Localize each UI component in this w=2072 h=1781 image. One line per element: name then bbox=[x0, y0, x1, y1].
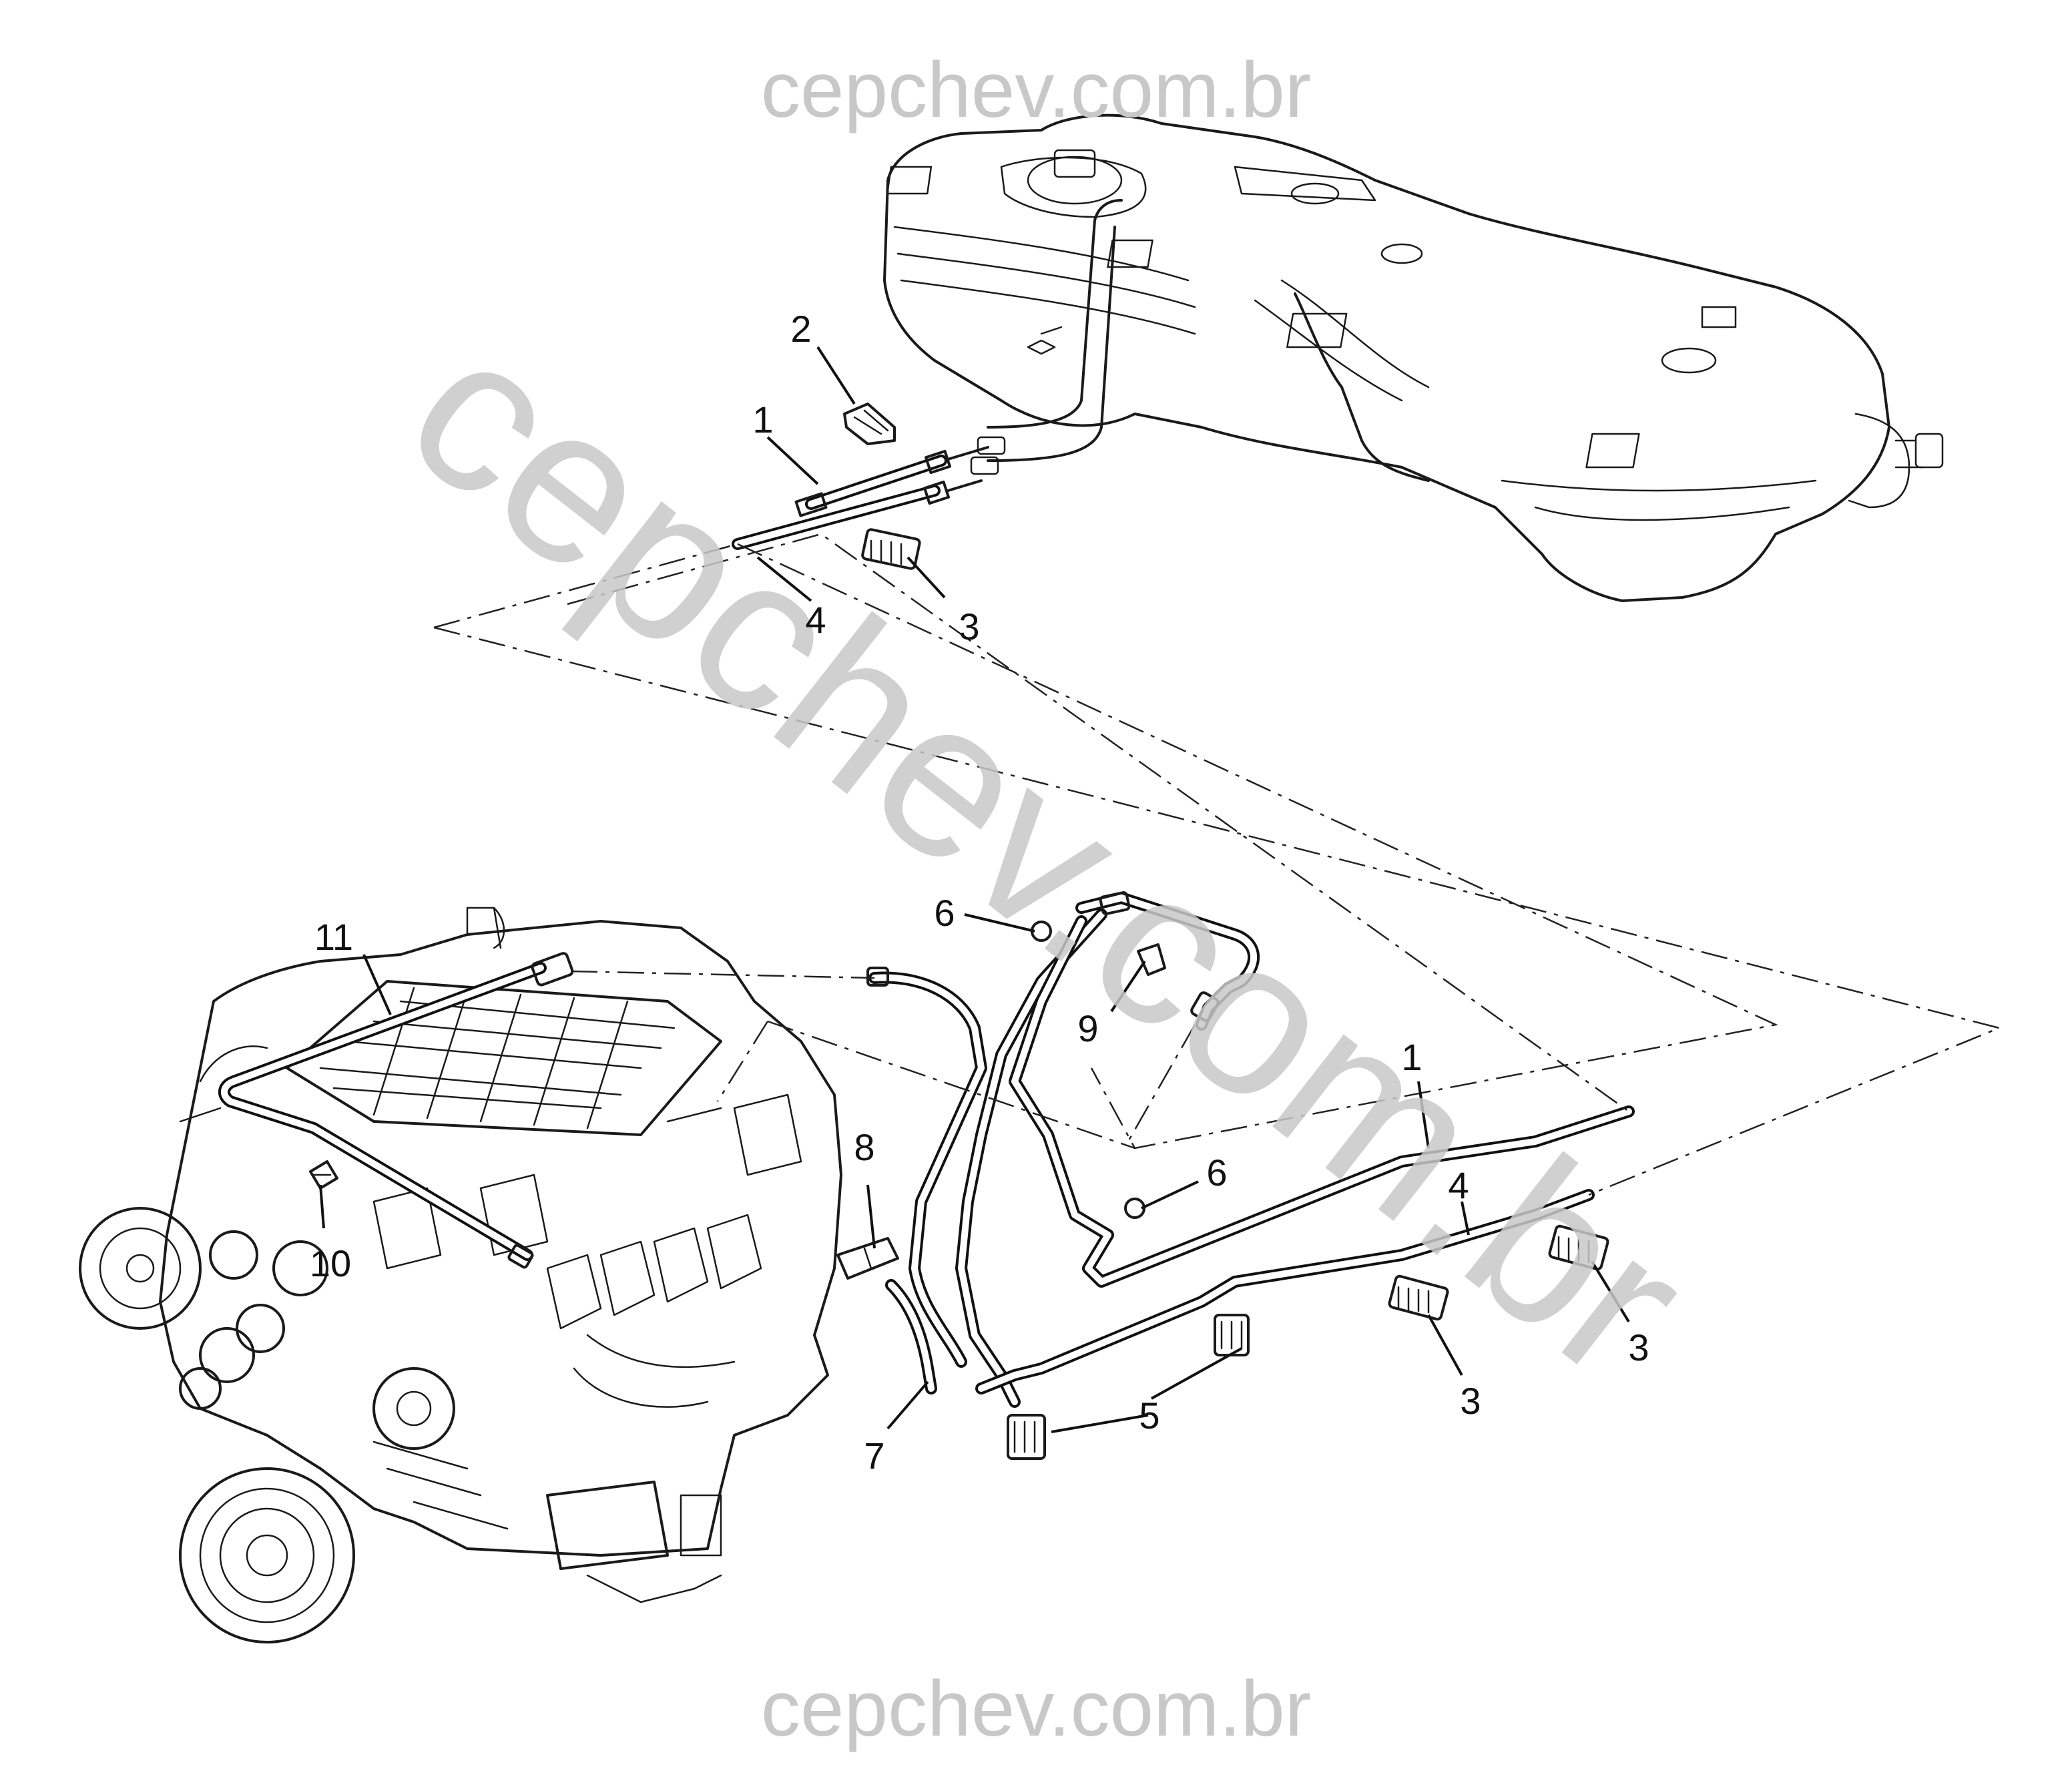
clip-part-5b bbox=[1007, 1414, 1046, 1460]
callout-6b: 6 bbox=[1206, 1152, 1227, 1194]
assembly-reference-lines bbox=[433, 533, 2002, 1196]
callout-9: 9 bbox=[1077, 1007, 1098, 1049]
leader-lines bbox=[319, 346, 1630, 1433]
watermark-bottom: cepchev.com.br bbox=[761, 1665, 1311, 1753]
callout-5: 5 bbox=[1139, 1394, 1159, 1437]
callout-3-right: 3 bbox=[1628, 1326, 1649, 1368]
callout-1-top: 1 bbox=[752, 399, 773, 441]
clip-part-3-mid bbox=[1388, 1274, 1449, 1321]
callout-10: 10 bbox=[310, 1242, 351, 1284]
callout-3-top: 3 bbox=[959, 605, 979, 648]
callout-8: 8 bbox=[854, 1126, 874, 1168]
callout-1-lower: 1 bbox=[1401, 1036, 1422, 1078]
callout-4-top: 4 bbox=[805, 599, 826, 641]
watermark-top: cepchev.com.br bbox=[761, 46, 1311, 134]
clip-part-6b bbox=[1124, 1198, 1145, 1219]
fuel-tank-illustration bbox=[883, 113, 1944, 602]
callout-6a: 6 bbox=[934, 892, 955, 934]
clip-part-2 bbox=[843, 403, 896, 445]
engine-fuel-line-11 bbox=[218, 952, 574, 1269]
callout-7: 7 bbox=[864, 1435, 884, 1477]
clip-part-8 bbox=[836, 1237, 899, 1280]
engine-illustration bbox=[79, 907, 842, 1643]
top-fuel-lines bbox=[732, 446, 989, 550]
clip-part-3-top bbox=[861, 528, 921, 570]
watermark-diagonal: cepchev.com.br bbox=[365, 284, 1730, 1427]
clip-part-5a bbox=[1214, 1314, 1250, 1356]
callout-2: 2 bbox=[790, 308, 811, 350]
callout-4-lower: 4 bbox=[1448, 1164, 1469, 1206]
fuel-line-assembly-lower bbox=[866, 891, 1635, 1408]
callout-3-mid: 3 bbox=[1460, 1380, 1481, 1422]
callout-11: 11 bbox=[314, 916, 353, 958]
clip-part-10 bbox=[309, 1160, 338, 1190]
clip-part-9 bbox=[1137, 943, 1166, 976]
clip-part-3-right bbox=[1548, 1224, 1609, 1271]
